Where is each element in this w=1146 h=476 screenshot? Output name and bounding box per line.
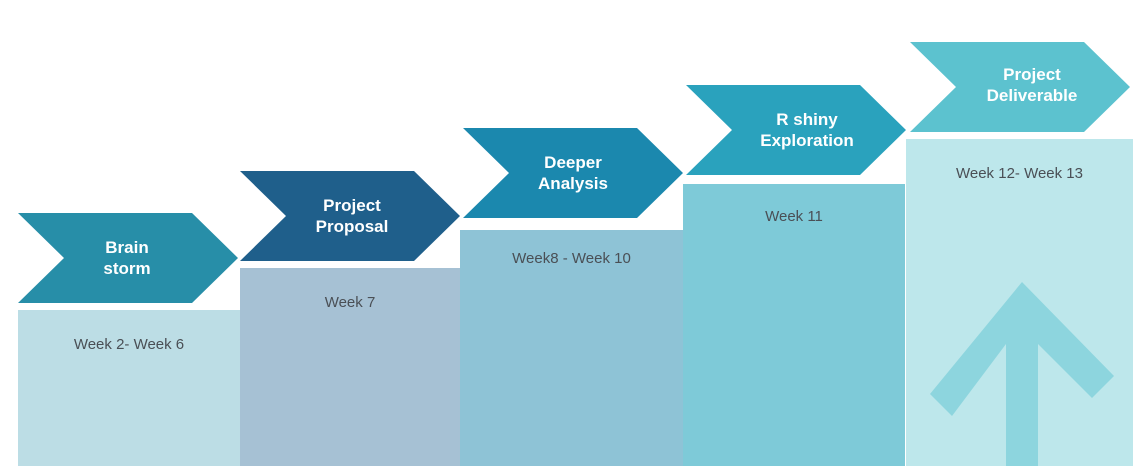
stage-label-4: R shiny Exploration	[686, 85, 928, 175]
stage-block-3: Week8 - Week 10	[460, 230, 683, 466]
stage-label-1-line-1: Brain	[105, 238, 149, 257]
stage-label-3: Deeper Analysis	[463, 128, 683, 218]
stage-label-4-line-1: R shiny	[776, 110, 838, 129]
stage-chevron-5: Project Deliverable	[910, 42, 1130, 132]
stage-period-4: Week 11	[765, 208, 823, 225]
stage-label-3-line-2: Analysis	[538, 174, 608, 193]
stage-chevron-1: Brain storm	[18, 213, 238, 303]
stage-label-5-line-1: Project	[1003, 65, 1061, 84]
stage-period-3: Week8 - Week 10	[512, 250, 631, 267]
stage-label-2-line-2: Proposal	[315, 217, 389, 236]
stage-chevron-4: R shiny Exploration	[686, 85, 906, 175]
stage-label-3-line-1: Deeper	[544, 153, 602, 172]
stage-period-5: Week 12- Week 13	[955, 165, 1083, 182]
stage-label-4-line-2: Exploration	[760, 131, 854, 150]
stage-label-2: Project Proposal	[240, 171, 464, 261]
stage-chevron-2: Project Proposal	[240, 171, 460, 261]
up-arrow-icon	[930, 282, 1114, 471]
stage-period-2: Week 7	[324, 294, 376, 311]
stage-label-1: Brain storm	[18, 213, 236, 303]
stage-label-2-line-1: Project	[323, 196, 381, 215]
stage-period-1: Week 2- Week 6	[73, 336, 185, 353]
stage-label-5-line-2: Deliverable	[986, 86, 1078, 105]
stage-block-2: Week 7	[240, 268, 460, 466]
stage-block-1: Week 2- Week 6	[18, 310, 240, 466]
stage-label-1-line-2: storm	[103, 259, 151, 278]
stage-label-5: Project Deliverable	[910, 42, 1146, 132]
stage-chevron-3: Deeper Analysis	[463, 128, 683, 218]
stage-block-4: Week 11	[683, 184, 905, 466]
